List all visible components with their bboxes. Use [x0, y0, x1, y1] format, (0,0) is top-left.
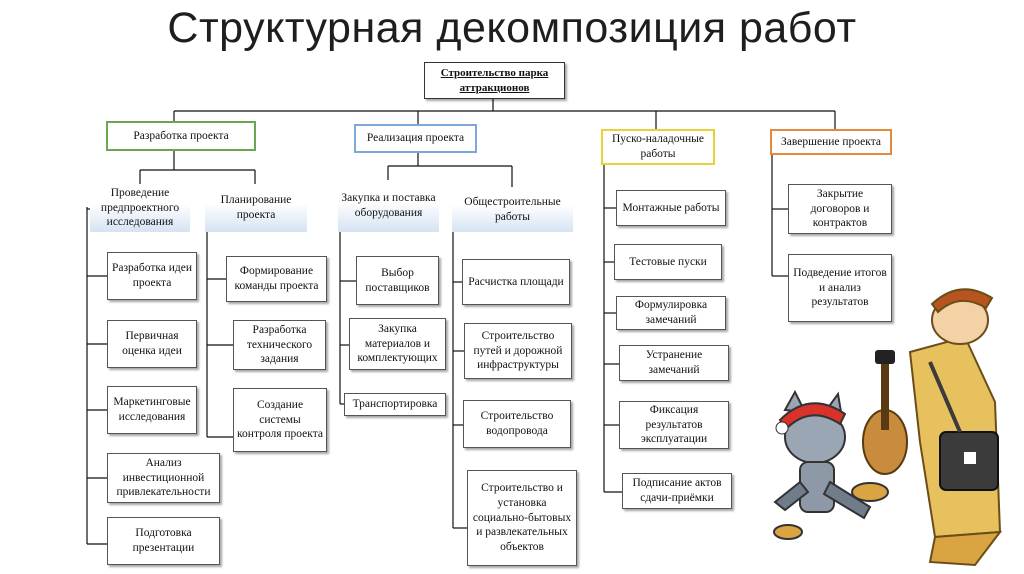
task-supplier-selection: Выбор поставщиков	[356, 256, 439, 305]
task-initial-idea-assessment: Первичная оценка идеи	[107, 320, 197, 368]
task-issue-resolution: Устранение замечаний	[619, 345, 729, 381]
page-title: Структурная декомпозиция работ	[167, 4, 857, 52]
task-operation-results: Фиксация результатов эксплуатации	[619, 401, 729, 449]
group-procurement: Закупка и поставка оборудования	[338, 180, 439, 232]
task-idea-development: Разработка идеи проекта	[107, 252, 197, 300]
task-transportation: Транспортировка	[344, 393, 446, 416]
task-materials-purchase: Закупка материалов и комплектующих	[349, 318, 446, 370]
phase-development: Разработка проекта	[106, 121, 256, 151]
root-node: Строительство парка аттракционов	[424, 62, 565, 99]
task-contract-closing: Закрытие договоров и контрактов	[788, 184, 892, 234]
phase-completion: Завершение проекта	[770, 129, 892, 155]
phase-commissioning: Пуско-наладочные работы	[601, 129, 715, 165]
task-team-formation: Формирование команды проекта	[226, 256, 327, 302]
task-results-analysis: Подведение итогов и анализ результатов	[788, 254, 892, 322]
task-acceptance-signing: Подписание актов сдачи-приёмки	[622, 473, 732, 509]
task-marketing-research: Маркетинговые исследования	[107, 386, 197, 434]
group-general-construction: Общестроительные работы	[452, 187, 573, 232]
task-control-system: Создание системы контроля проекта	[233, 388, 327, 452]
task-installation: Монтажные работы	[616, 190, 726, 226]
task-test-runs: Тестовые пуски	[614, 244, 722, 280]
task-roads-construction: Строительство путей и дорожной инфрастру…	[464, 323, 572, 379]
phase-implementation: Реализация проекта	[354, 124, 477, 153]
task-issue-formulation: Формулировка замечаний	[616, 296, 726, 330]
task-technical-specification: Разработка технического задания	[233, 320, 326, 370]
task-site-clearing: Расчистка площади	[462, 259, 570, 305]
cartoon-cat-and-postman-icon	[773, 288, 1003, 567]
task-investment-analysis: Анализ инвестиционной привлекательности	[107, 453, 220, 503]
task-facilities-construction: Строительство и установка социально-быто…	[467, 470, 577, 566]
group-project-planning: Планирование проекта	[205, 184, 307, 232]
task-presentation-prep: Подготовка презентации	[107, 517, 220, 565]
task-water-supply: Строительство водопровода	[463, 400, 571, 448]
group-preproject-research: Проведение предпроектного исследования	[90, 184, 190, 232]
